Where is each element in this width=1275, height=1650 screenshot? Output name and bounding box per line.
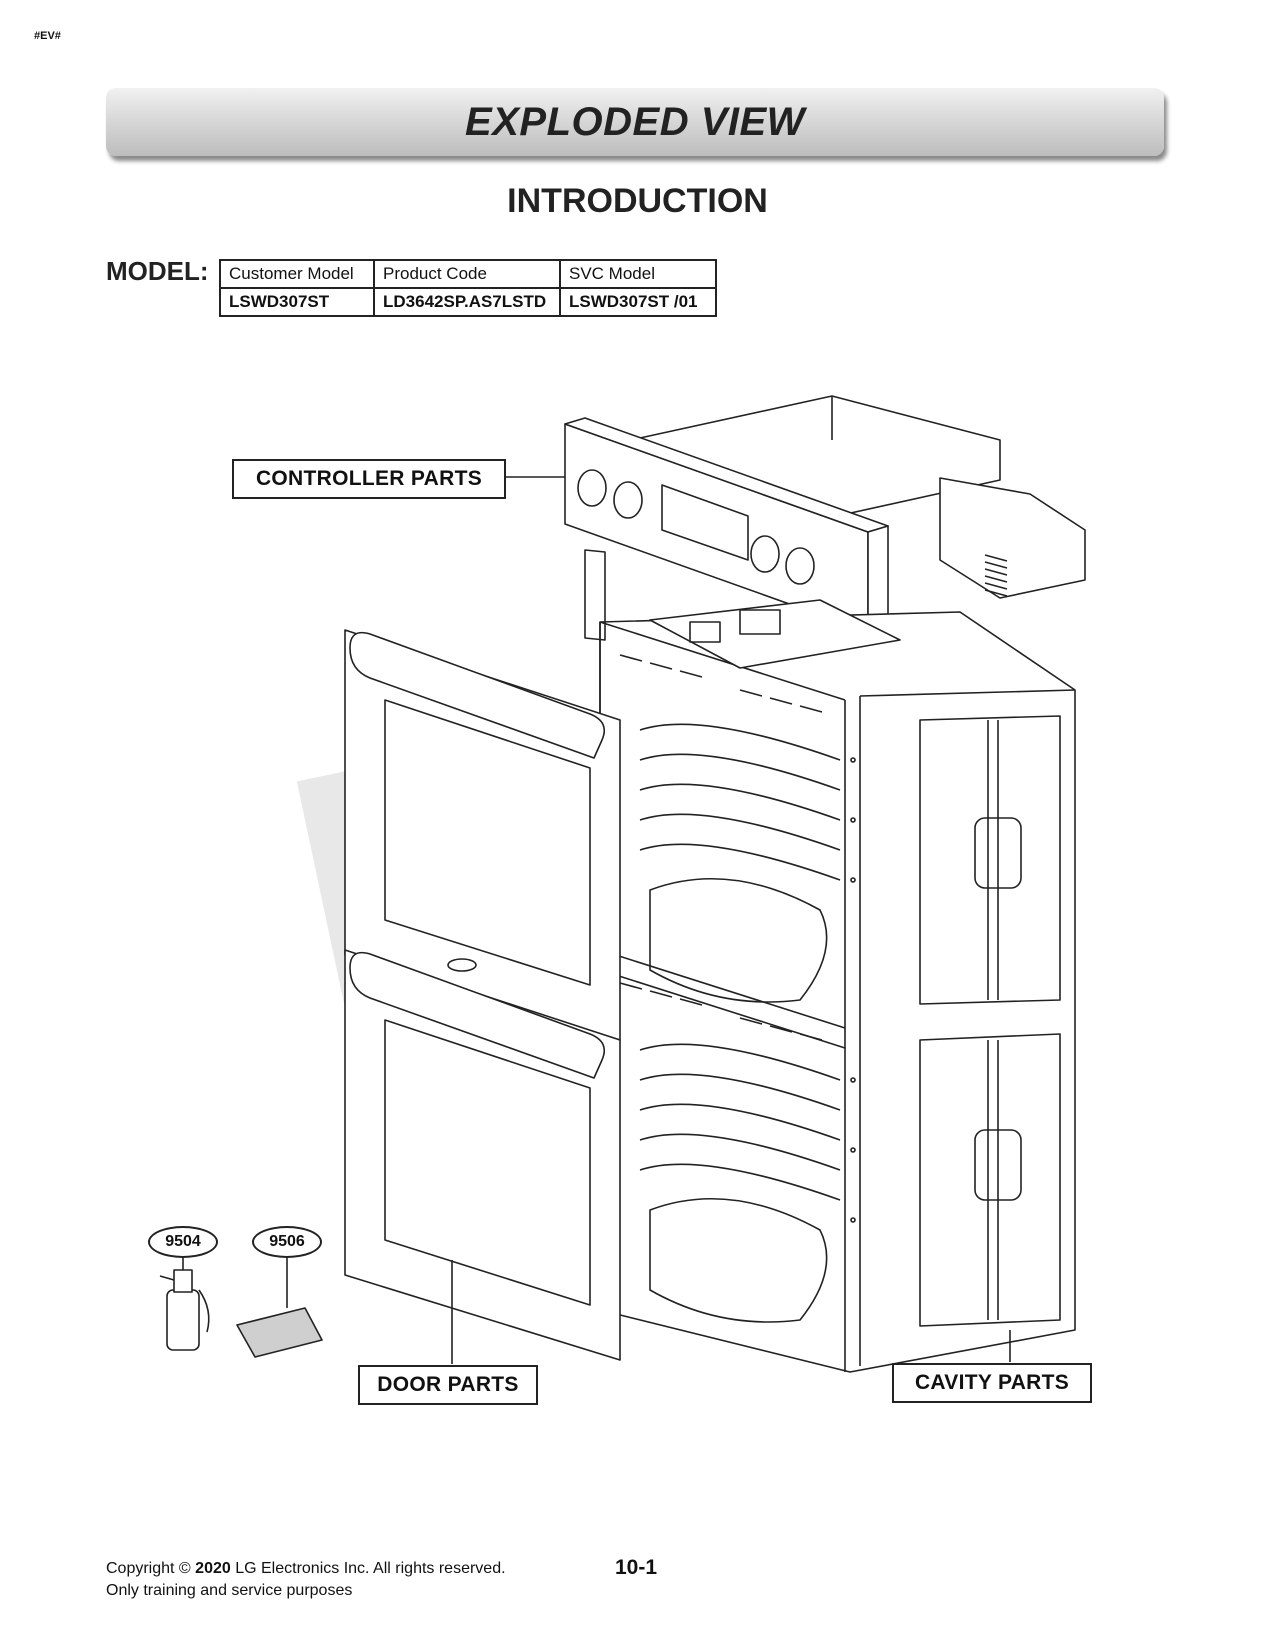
oven-linework [159,395,1086,1373]
door-parts-label: DOOR PARTS [358,1365,538,1405]
model-table: Customer Model Product Code SVC Model LS… [219,259,717,317]
part-9506-label: 9506 [252,1226,322,1258]
value-customer-model: LSWD307ST [219,287,375,317]
controller-parts-label: CONTROLLER PARTS [232,459,506,499]
section-title: INTRODUCTION [507,182,768,220]
footer-copyright: Copyright © 2020 LG Electronics Inc. All… [106,1558,506,1602]
model-label: MODEL: [106,256,209,286]
footer-line2: Only training and service purposes [106,1582,353,1599]
title-banner: EXPLODED VIEW [106,88,1164,156]
page-number: 10-1 [615,1556,658,1579]
banner-title: EXPLODED VIEW [465,99,805,144]
copyright-year: 2020 [195,1560,231,1577]
value-svc-model: LSWD307ST /01 [559,287,717,317]
header-product-code: Product Code [373,259,561,289]
page-tag: #EV# [34,30,61,42]
cavity-parts-label: CAVITY PARTS [892,1363,1092,1403]
part-9504-label: 9504 [148,1226,218,1258]
header-customer-model: Customer Model [219,259,375,289]
copyright-prefix: Copyright © [106,1560,191,1577]
header-svc-model: SVC Model [559,259,717,289]
value-product-code: LD3642SP.AS7LSTD [373,287,561,317]
model-table-value-row: LSWD307ST LD3642SP.AS7LSTD LSWD307ST /01 [219,287,717,317]
copyright-suffix: LG Electronics Inc. All rights reserved. [235,1560,506,1577]
model-table-header-row: Customer Model Product Code SVC Model [219,259,717,289]
